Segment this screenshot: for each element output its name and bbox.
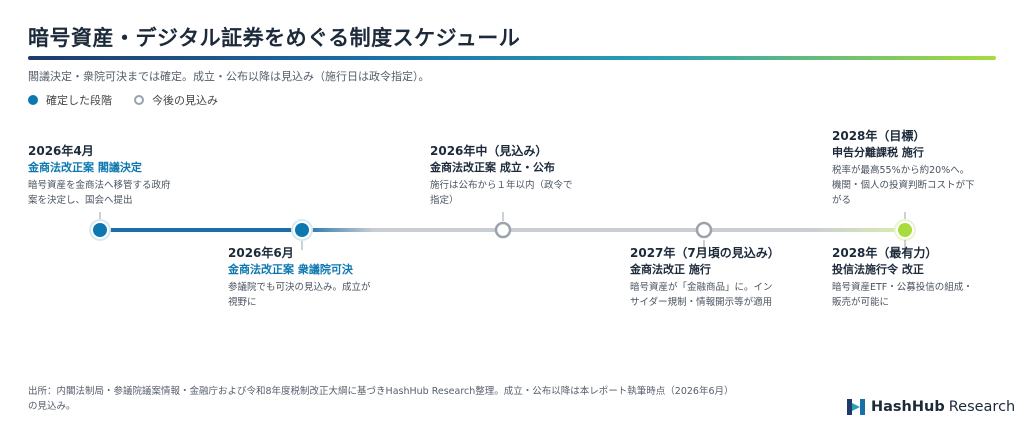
- timeline-event: 2026年4月金商法改正案 閣議決定暗号資産を金商法へ移管する政府案を決定し、国…: [28, 144, 198, 208]
- legend-label-expected: 今後の見込み: [152, 94, 218, 107]
- milestone-marker: [494, 221, 512, 239]
- event-description-line: 暗号資産ETF・公募投信の組成・: [832, 282, 973, 293]
- milestone-marker: [291, 219, 313, 241]
- legend-label-confirmed: 確定した段階: [46, 94, 112, 107]
- logo-suffix: Research: [948, 399, 1016, 415]
- event-description-line: サイダー規制・情報開示等が適用: [630, 297, 773, 308]
- timeline-event: 2028年（目標） 申告分離課税 施行税率が最高55%から約20%へ。機関・個人の…: [832, 129, 1002, 208]
- event-heading: 金商法改正 施行: [630, 263, 711, 276]
- page-title: 暗号資産・デジタル証券をめぐる制度スケジュール: [28, 26, 521, 50]
- event-description-line: 視野に: [228, 297, 257, 308]
- title-underline: [28, 56, 996, 60]
- event-date: 2028年（目標）: [832, 129, 926, 143]
- hashhub-logo: HashHub Research: [846, 398, 1015, 416]
- page-subtitle: 閣議決定・衆院可決までは確定。成立・公布以降は見込み（施行日は政令指定）。: [28, 70, 430, 83]
- event-description-line: がる: [832, 195, 852, 206]
- event-date: 2026年4月: [28, 144, 94, 158]
- event-heading: 金商法改正案 閣議決定: [28, 161, 142, 174]
- event-description-line: 販売が可能に: [832, 297, 890, 308]
- event-description-line: 暗号資産を金商法へ移管する政府: [28, 180, 171, 191]
- legend: 確定した段階 今後の見込み: [28, 92, 240, 108]
- timeline-event: 2027年（7月頃の見込み） 金商法改正 施行暗号資産が「金融商品」に。インサイダ…: [630, 246, 800, 310]
- event-description-line: 案を決定し、国会へ提出: [28, 195, 133, 206]
- timeline-event: 2028年（最有力） 投信法施行令 改正暗号資産ETF・公募投信の組成・販売が可能…: [832, 246, 1002, 310]
- event-description: 暗号資産が「金融商品」に。インサイダー規制・情報開示等が適用: [630, 280, 800, 310]
- source-note-line-2: の見込み。: [28, 401, 76, 412]
- event-date: 2026年6月: [228, 246, 294, 260]
- event-description: 施行は公布から１年以内（政令で指定）: [430, 178, 600, 208]
- ring-circle-icon: [134, 95, 144, 105]
- timeline-event: 2026年中（見込み） 金商法改正案 成立・公布施行は公布から１年以内（政令で指定…: [430, 144, 600, 208]
- source-note-line-1: 出所：内閣法制局・参議院議案情報・金融庁および令和8年度税制改正大綱に基づきHa…: [28, 386, 734, 397]
- event-heading: 申告分離課税 施行: [832, 146, 924, 159]
- event-description-line: 暗号資産が「金融商品」に。イン: [630, 282, 773, 293]
- milestone-marker: [894, 219, 916, 241]
- milestone-marker: [695, 221, 713, 239]
- logo-brand: HashHub: [871, 399, 945, 415]
- legend-item-confirmed: 確定した段階: [28, 92, 112, 108]
- event-date: 2027年（7月頃の見込み）: [630, 246, 780, 260]
- event-date: 2028年（最有力）: [832, 246, 938, 260]
- event-heading: 投信法施行令 改正: [832, 263, 924, 276]
- filled-circle-icon: [28, 95, 38, 105]
- event-description: 暗号資産ETF・公募投信の組成・販売が可能に: [832, 280, 1002, 310]
- hashhub-logo-icon: [847, 399, 865, 415]
- event-description-line: 指定）: [430, 195, 459, 206]
- event-description-line: 施行は公布から１年以内（政令で: [430, 180, 573, 191]
- event-description: 参議院でも可決の見込み。成立が視野に: [228, 280, 398, 310]
- event-heading: 金商法改正案 成立・公布: [430, 161, 555, 174]
- event-description-line: 税率が最高55%から約20%へ。: [832, 165, 970, 176]
- event-description-line: 機関・個人の投資判断コストが下: [832, 180, 975, 191]
- event-description: 暗号資産を金商法へ移管する政府案を決定し、国会へ提出: [28, 178, 198, 208]
- event-description-line: 参議院でも可決の見込み。成立が: [228, 282, 371, 293]
- timeline-event: 2026年6月金商法改正案 衆議院可決参議院でも可決の見込み。成立が視野に: [228, 246, 398, 310]
- milestone-marker: [89, 219, 111, 241]
- source-note: 出所：内閣法制局・参議院議案情報・金融庁および令和8年度税制改正大綱に基づきHa…: [28, 384, 788, 414]
- legend-item-expected: 今後の見込み: [134, 92, 218, 108]
- event-heading: 金商法改正案 衆議院可決: [228, 263, 353, 276]
- event-date: 2026年中（見込み）: [430, 144, 548, 158]
- event-description: 税率が最高55%から約20%へ。機関・個人の投資判断コストが下がる: [832, 163, 1002, 208]
